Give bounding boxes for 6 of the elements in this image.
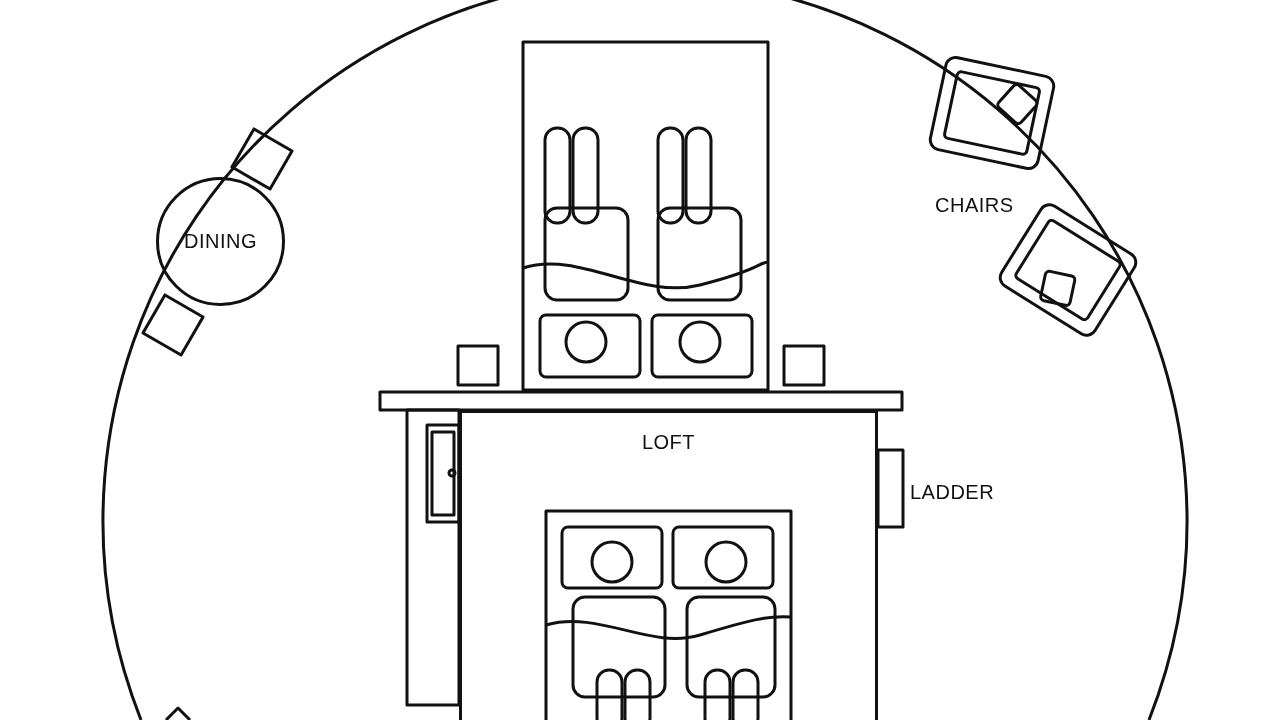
loft-area [459, 410, 878, 720]
room-label: DINING [184, 230, 257, 253]
room-label: CHAIRS [935, 194, 1014, 217]
room-label: LOFT [641, 431, 696, 454]
room-label: LADDER [910, 481, 995, 504]
dining-table [156, 177, 285, 306]
